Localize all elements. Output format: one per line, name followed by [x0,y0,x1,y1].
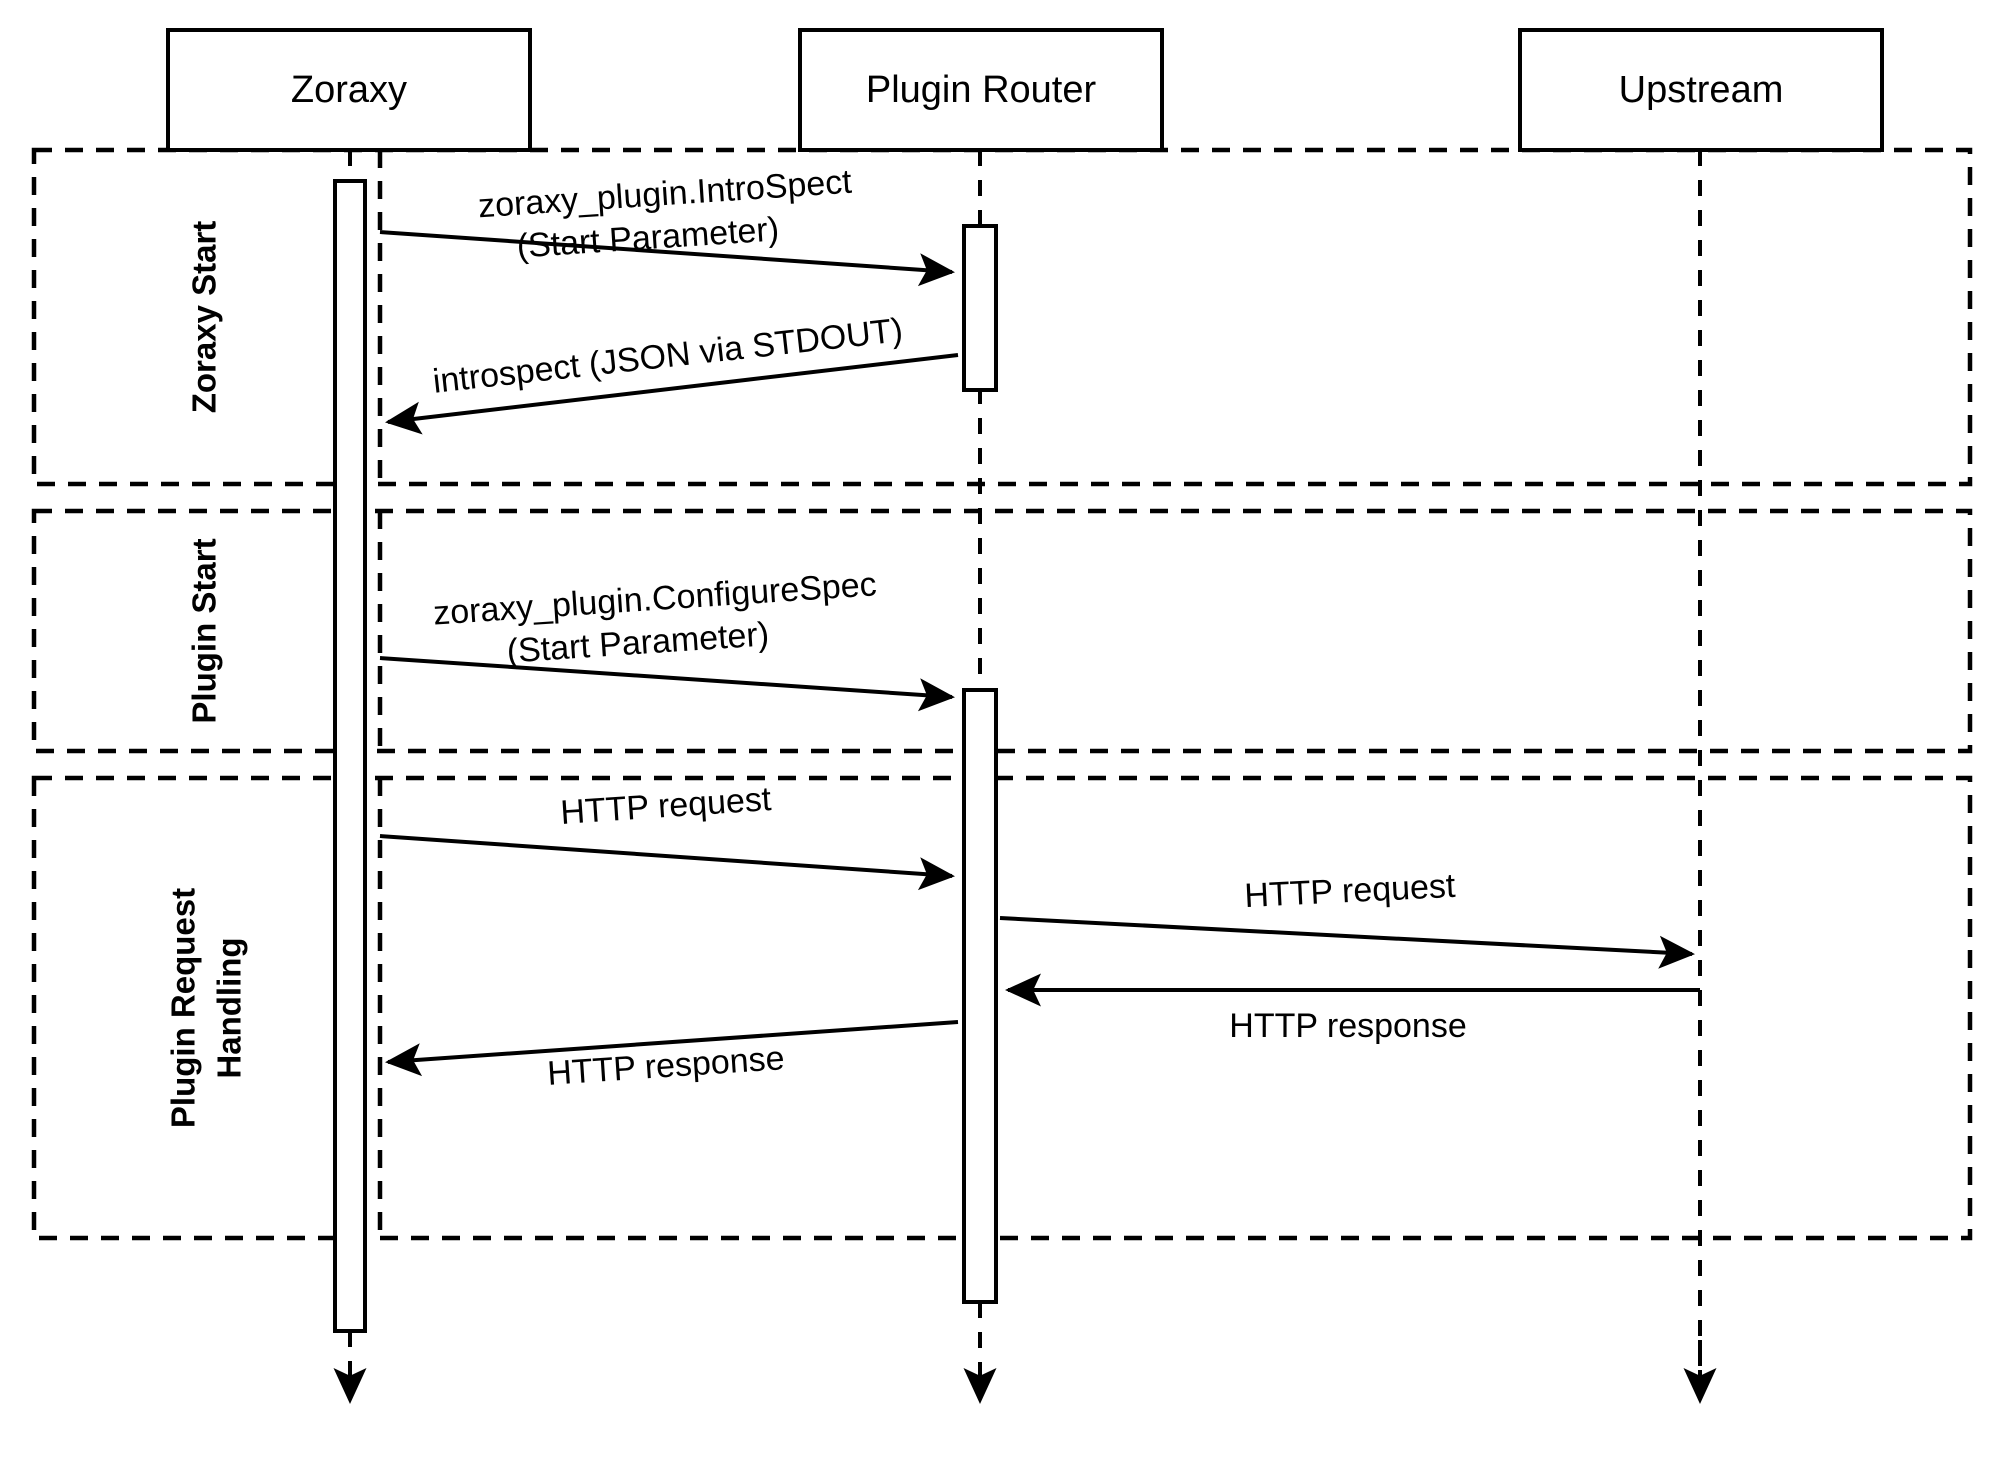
fragment-plugin-start-label: Plugin Start [186,538,223,723]
fragment-plugin-request-handling-label-line1: Plugin Request [165,888,202,1128]
fragment-zoraxy-start-border [31,147,1973,487]
activation-zoraxy [333,179,367,1333]
message-http-response-to-zoraxy-arrow [385,1020,959,1077]
message-http-request-to-upstream-label: HTTP request [1244,867,1457,915]
fragment-plugin-request-handling-border [31,775,1973,1241]
message-http-request-to-upstream-arrow [999,916,1695,969]
participant-zoraxy-label: Zoraxy [291,69,407,111]
message-http-request-to-router-label: HTTP request [559,780,773,832]
fragment-plugin-request-handling-label-line2: Handling [211,937,248,1078]
message-configurespec-call-arrow [379,656,955,712]
participant-zoraxy-box[interactable] [166,28,532,152]
participant-plugin-router-label: Plugin Router [866,69,1097,111]
participant-zoraxy[interactable]: Zoraxy [166,28,532,152]
activation-plugin-router-running [962,688,998,1304]
message-http-response-to-zoraxy: HTTP response [385,1020,959,1093]
participant-plugin-router[interactable]: Plugin Router [798,28,1164,152]
message-http-request-to-upstream: HTTP request [999,867,1695,969]
fragment-plugin-request-handling: Plugin Request Handling [31,775,1973,1241]
message-introspect-return: introspect (JSON via STDOUT) [385,311,959,435]
message-http-request-to-router-arrow [379,834,955,891]
fragment-plugin-start: Plugin Start [31,508,1973,754]
message-configurespec-call: zoraxy_plugin.ConfigureSpec (Start Param… [379,565,955,712]
message-http-request-to-router: HTTP request [379,780,955,891]
participant-plugin-router-box[interactable] [798,28,1164,152]
participant-upstream[interactable]: Upstream [1518,28,1884,152]
fragment-zoraxy-start-label: Zoraxy Start [186,221,223,414]
message-introspect-call: zoraxy_plugin.IntroSpect (Start Paramete… [379,163,955,287]
message-http-response-from-upstream-label: HTTP response [1229,1007,1466,1045]
message-http-response-from-upstream: HTTP response [1005,973,1700,1045]
fragment-zoraxy-start: Zoraxy Start [31,147,1973,487]
activation-plugin-router-introspect [962,224,998,392]
message-introspect-call-arrow [379,230,955,287]
message-introspect-return-arrow [385,353,959,435]
participant-upstream-box[interactable] [1518,28,1884,152]
participant-upstream-label: Upstream [1619,69,1784,111]
fragment-plugin-start-border [31,508,1973,754]
message-introspect-call-label-line1: zoraxy_plugin.IntroSpect [477,163,853,226]
